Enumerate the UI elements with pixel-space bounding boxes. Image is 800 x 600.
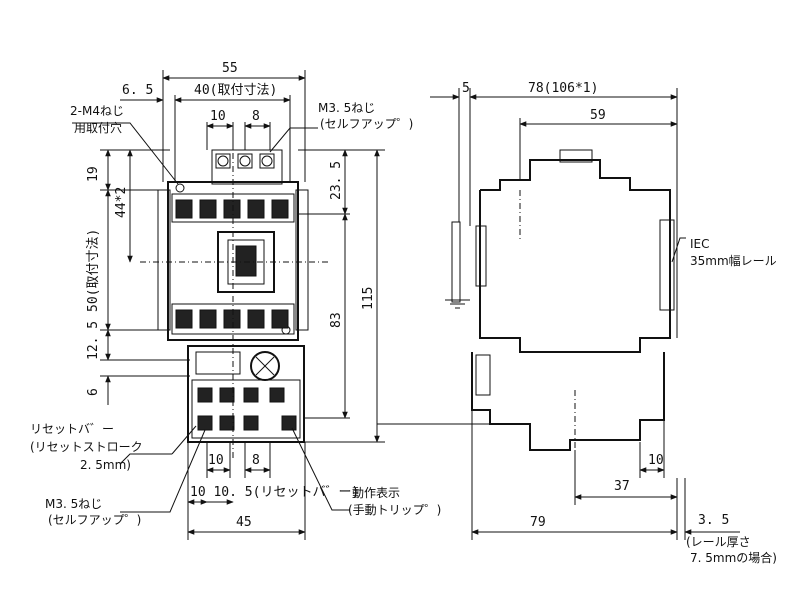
dim-10-10-5: 10 10. 5(リセットバ゛ー) bbox=[190, 485, 359, 500]
label-m35-top-sub: (セルフアップ゜) bbox=[320, 117, 413, 131]
dim-45: 45 bbox=[236, 515, 252, 530]
dim-5: 5 bbox=[462, 81, 470, 96]
front-labels: 55 6. 5 40(取付寸法) 10 8 2-M4ねじ 用取付穴 M3. 5ね… bbox=[30, 61, 441, 530]
label-m4: 2-M4ねじ bbox=[70, 104, 124, 118]
label-m4-sub: 用取付穴 bbox=[74, 120, 122, 135]
dim-6: 6 bbox=[86, 388, 101, 396]
label-iec: IEC bbox=[690, 237, 710, 251]
contactor-side-body bbox=[479, 159, 671, 353]
dim-23-5: 23. 5 bbox=[329, 161, 344, 200]
dim-40: 40(取付寸法) bbox=[194, 83, 277, 98]
overload-relay-body bbox=[187, 345, 305, 443]
relay-terminals bbox=[191, 379, 301, 439]
label-reset-stroke-val: 2. 5mm) bbox=[80, 458, 131, 472]
dim-8-bottom: 8 bbox=[252, 453, 260, 468]
side-view bbox=[377, 88, 740, 540]
dim-59: 59 bbox=[590, 108, 606, 123]
front-view bbox=[72, 70, 385, 540]
label-m35-bottom-sub: (セルフアップ゜) bbox=[48, 513, 141, 527]
dim-44: 44*2 bbox=[114, 187, 129, 218]
mount-flange-right bbox=[295, 189, 309, 331]
dim-3-5: 3. 5 bbox=[698, 513, 729, 528]
dim-8-top: 8 bbox=[252, 109, 260, 124]
main-terminals-bottom bbox=[171, 303, 295, 335]
label-reset-bar: リセットバ゛ー bbox=[30, 422, 114, 436]
label-rail-thick: (レール厚さ bbox=[686, 535, 751, 549]
dim-78: 78(106*1) bbox=[528, 81, 598, 96]
mount-hole-top bbox=[175, 183, 185, 193]
dim-10-bottom: 10 bbox=[208, 453, 224, 468]
dim-37: 37 bbox=[614, 479, 630, 494]
label-indicator: 動作表示 bbox=[352, 486, 400, 500]
relay-side-body bbox=[471, 352, 665, 451]
dim-10-top: 10 bbox=[210, 109, 226, 124]
dim-6-5: 6. 5 bbox=[122, 83, 153, 98]
rail-mount bbox=[451, 221, 461, 303]
dim-115: 115 bbox=[361, 287, 376, 310]
label-m35-top: M3. 5ねじ bbox=[318, 101, 375, 115]
label-rail-thick-sub: 7. 5mmの場合) bbox=[690, 550, 777, 565]
label-m35-bottom: M3. 5ねじ bbox=[45, 497, 102, 511]
aux-terminal-block bbox=[211, 149, 283, 185]
label-reset-stroke: (リセットストローク bbox=[30, 440, 143, 454]
dim-83: 83 bbox=[329, 312, 344, 328]
dim-55: 55 bbox=[222, 61, 238, 76]
dim-19: 19 bbox=[86, 166, 101, 182]
side-labels: 5 78(106*1) 59 IEC 35mm幅レール 10 37 79 3. … bbox=[462, 81, 777, 565]
main-terminals-top bbox=[171, 193, 295, 223]
dim-50: 50(取付寸法) bbox=[86, 229, 101, 312]
label-indicator-sub: (手動トリップ゜) bbox=[348, 503, 441, 517]
dim-79: 79 bbox=[530, 515, 546, 530]
label-rail: 35mm幅レール bbox=[690, 253, 777, 268]
aux-terminals bbox=[215, 153, 275, 169]
dim-10-side: 10 bbox=[648, 453, 664, 468]
dim-12-5: 12. 5 bbox=[86, 321, 101, 360]
